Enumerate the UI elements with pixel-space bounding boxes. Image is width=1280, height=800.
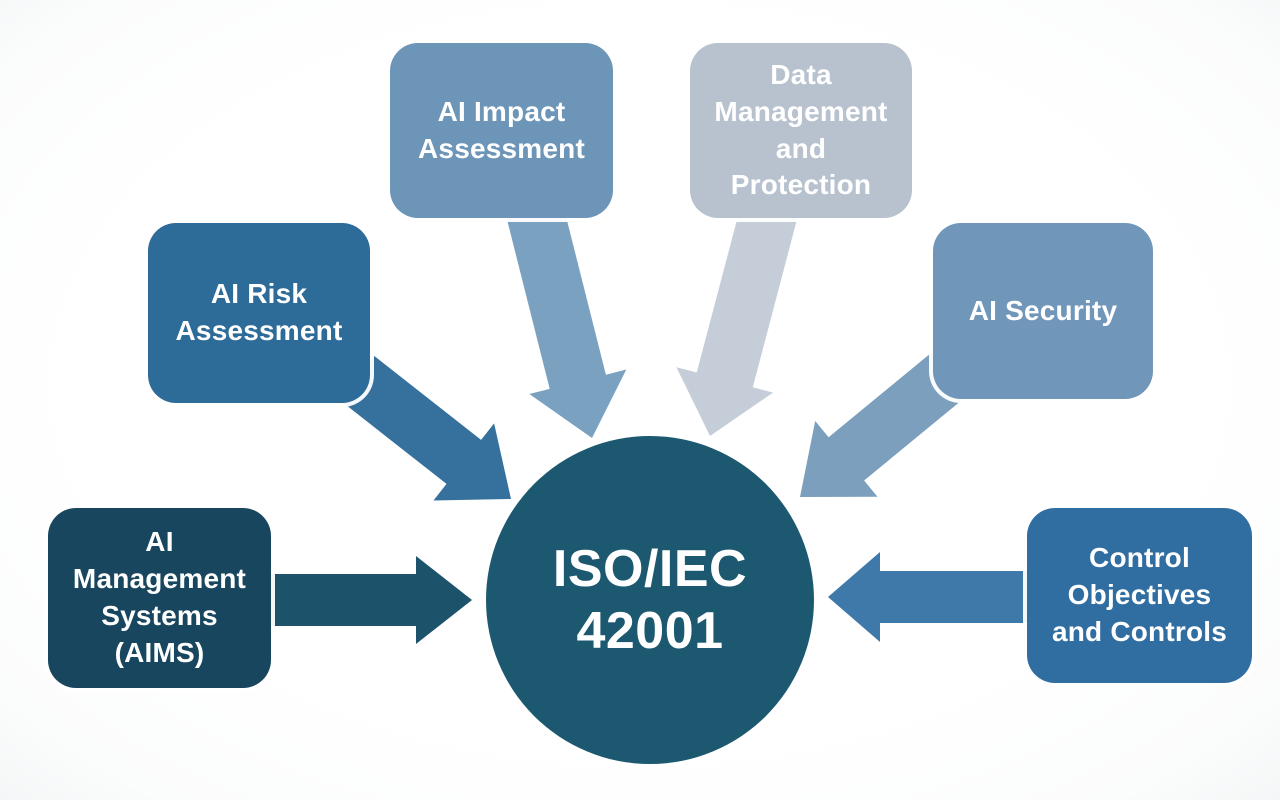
node-ai-management-systems: AI Management Systems (AIMS) — [48, 508, 271, 688]
node-ai-security-label: AI Security — [968, 294, 1118, 326]
center-circle-label: ISO/IEC 42001 — [552, 539, 748, 660]
arrow-ai-risk-assessment — [339, 356, 511, 501]
node-data-management-protection: Data Management and Protection — [690, 43, 912, 218]
arrow-ai-management-systems — [268, 556, 472, 644]
node-ai-impact-assessment-label: AI Impact Assessment — [418, 95, 585, 164]
node-ai-impact-assessment: AI Impact Assessment — [390, 43, 613, 218]
arrow-control-objectives-controls — [828, 552, 1030, 642]
arrow-ai-security — [800, 350, 970, 497]
node-ai-risk-assessment: AI Risk Assessment — [148, 223, 370, 403]
arrow-ai-impact-assessment — [506, 204, 627, 438]
node-ai-risk-assessment-label: AI Risk Assessment — [175, 278, 343, 346]
node-data-management-protection-label: Data Management and Protection — [714, 58, 888, 201]
node-ai-security: AI Security — [933, 223, 1153, 399]
node-control-objectives-controls-label: Control Objectives and Controls — [1051, 542, 1228, 647]
center-circle-iso-iec-42001: ISO/IEC 42001 — [486, 436, 814, 764]
node-control-objectives-controls: Control Objectives and Controls — [1027, 508, 1252, 683]
node-ai-management-systems-label: AI Management Systems (AIMS) — [72, 526, 247, 668]
arrow-data-management-protection — [676, 204, 797, 436]
